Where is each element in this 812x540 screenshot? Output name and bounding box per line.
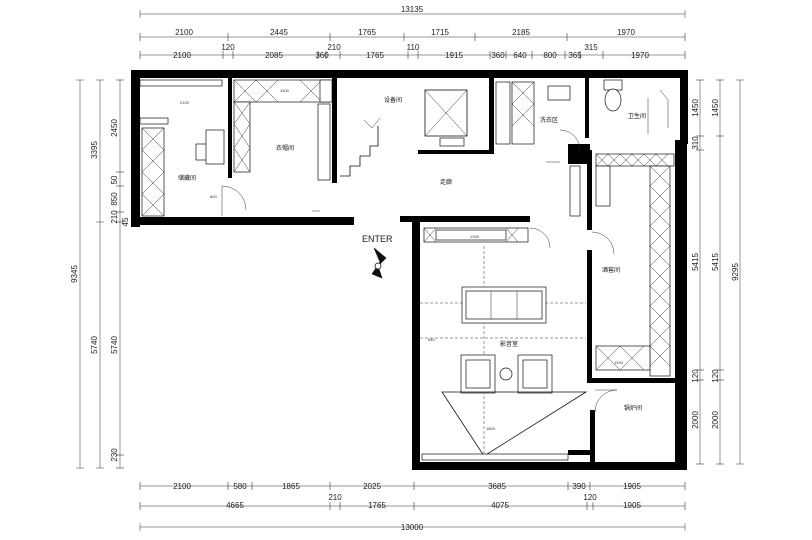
top-r1-d2: 2445 bbox=[270, 28, 288, 37]
theater-room: 1200 2100 640 1800 影音室 bbox=[420, 227, 588, 461]
top-r2-d9: 360 bbox=[491, 51, 505, 60]
stair-area: 设备间 bbox=[340, 96, 402, 177]
top-r1-d1: 2100 bbox=[175, 28, 193, 37]
room-label-wine: 酒窖间 bbox=[602, 266, 620, 274]
entrance-label: ENTER bbox=[362, 234, 393, 244]
bot-r2-d6: 1905 bbox=[623, 501, 641, 510]
closet-room: 1400 衣帽间 bbox=[233, 79, 333, 212]
entrance-arrow-icon bbox=[371, 247, 387, 279]
top-r2-d12: 365 bbox=[568, 51, 582, 60]
room-label-theater: 影音室 bbox=[500, 340, 518, 348]
left-inner-6: 5740 bbox=[110, 336, 119, 354]
top-r2-d8: 1915 bbox=[445, 51, 463, 60]
bot-r2-d4: 4075 bbox=[491, 501, 509, 510]
walls bbox=[131, 70, 688, 470]
top-r1-d6: 1970 bbox=[617, 28, 635, 37]
right-dimensions: 1450 310 5415 120 2000 1450 5415 120 200… bbox=[691, 79, 744, 465]
top-r2-d14: 1970 bbox=[631, 51, 649, 60]
room-label-corridor: 走廊 bbox=[440, 178, 452, 186]
room-label-storage: 储藏间 bbox=[178, 174, 196, 182]
entrance-marker: ENTER bbox=[362, 234, 393, 279]
bot-r2-d5: 120 bbox=[583, 493, 597, 502]
room-label-equipment: 设备间 bbox=[384, 96, 402, 104]
right-inner-4: 2000 bbox=[711, 411, 720, 429]
bot-r1-d3: 1865 bbox=[282, 482, 300, 491]
wine-room: 酒窖间 1200 bbox=[591, 153, 675, 377]
top-r2-d6: 1765 bbox=[366, 51, 384, 60]
bot-r1-d6: 390 bbox=[572, 482, 586, 491]
right-outer-4: 120 bbox=[691, 369, 700, 383]
bot-r2-d2: 210 bbox=[328, 493, 342, 502]
top-r1-d3: 1765 bbox=[358, 28, 376, 37]
left-outer-total: 9345 bbox=[70, 265, 79, 283]
left-inner-2: 50 bbox=[110, 175, 119, 184]
storage-room: 2100 600 储藏间 bbox=[139, 79, 247, 217]
top-r1-d5: 2185 bbox=[512, 28, 530, 37]
theater-note-d: 1200 bbox=[470, 234, 480, 239]
left-outer-top: 3395 bbox=[90, 141, 99, 159]
top-r2-d11: 800 bbox=[543, 51, 557, 60]
left-inner-7: 230 bbox=[110, 448, 119, 462]
bot-r1-d2: 580 bbox=[233, 482, 247, 491]
bot-r2-d1: 4665 bbox=[226, 501, 244, 510]
right-inner-3: 120 bbox=[711, 369, 720, 383]
right-outer-2: 310 bbox=[691, 136, 700, 150]
wash-area: 洗衣区 bbox=[424, 81, 581, 151]
theater-note-k: 1800 bbox=[486, 426, 496, 431]
storage-note-a: 2100 bbox=[180, 100, 190, 105]
right-total: 9295 bbox=[731, 263, 740, 281]
left-inner-4: 210 bbox=[110, 210, 119, 224]
top-r2-d13: 315 bbox=[584, 43, 598, 52]
top-r2-d7: 110 bbox=[407, 43, 420, 52]
top-r2-d3: 2085 bbox=[265, 51, 283, 60]
storage-note-c: 600 bbox=[210, 194, 217, 199]
bot-r1-d4: 2025 bbox=[363, 482, 381, 491]
top-r2-d10: 640 bbox=[513, 51, 527, 60]
theater-note-i: 640 bbox=[428, 337, 435, 342]
wine-note-g: 1200 bbox=[614, 360, 624, 365]
left-inner-1: 2450 bbox=[110, 119, 119, 137]
left-inner-3: 850 bbox=[110, 192, 119, 206]
top-r2-d2: 120 bbox=[221, 43, 235, 52]
top-total-dim: 13135 bbox=[401, 5, 424, 14]
room-label-toilet: 卫生间 bbox=[628, 112, 646, 120]
right-inner-2: 5415 bbox=[711, 253, 720, 271]
room-label-boiler: 锅炉间 bbox=[624, 404, 642, 412]
boiler-room: 锅炉间 bbox=[594, 389, 642, 413]
right-inner-1: 1450 bbox=[711, 99, 720, 117]
room-label-wash: 洗衣区 bbox=[540, 116, 558, 124]
right-outer-3: 5415 bbox=[691, 253, 700, 271]
room-label-closet: 衣帽间 bbox=[276, 144, 294, 152]
left-outer-bottom: 5740 bbox=[90, 336, 99, 354]
left-dimensions: 9345 3395 5740 2450 50 850 210 45 5740 2… bbox=[70, 79, 130, 469]
corridor: 走廊 bbox=[440, 161, 581, 217]
bot-r1-d7: 1905 bbox=[623, 482, 641, 491]
bottom-dimensions: 2100 580 1865 2025 3685 390 1905 4665 21… bbox=[139, 482, 686, 532]
top-r2-d5: 210 bbox=[327, 43, 341, 52]
left-inner-5: 45 bbox=[121, 217, 130, 226]
bot-r2-d3: 1765 bbox=[368, 501, 386, 510]
top-r2-d4: 360 bbox=[315, 51, 329, 60]
top-dimensions: 13135 2100 2445 1765 1715 2185 1970 2100… bbox=[139, 5, 686, 60]
top-r2-d1: 2100 bbox=[173, 51, 191, 60]
bot-total-dim: 13000 bbox=[401, 523, 424, 532]
bot-r1-d1: 2100 bbox=[173, 482, 191, 491]
right-outer-5: 2000 bbox=[691, 411, 700, 429]
top-r1-d4: 1715 bbox=[431, 28, 449, 37]
closet-note-b: 1400 bbox=[280, 88, 290, 93]
right-outer-1: 1450 bbox=[691, 99, 700, 117]
bot-r1-d5: 3685 bbox=[488, 482, 506, 491]
toilet-room: 卫生间 bbox=[603, 79, 669, 134]
